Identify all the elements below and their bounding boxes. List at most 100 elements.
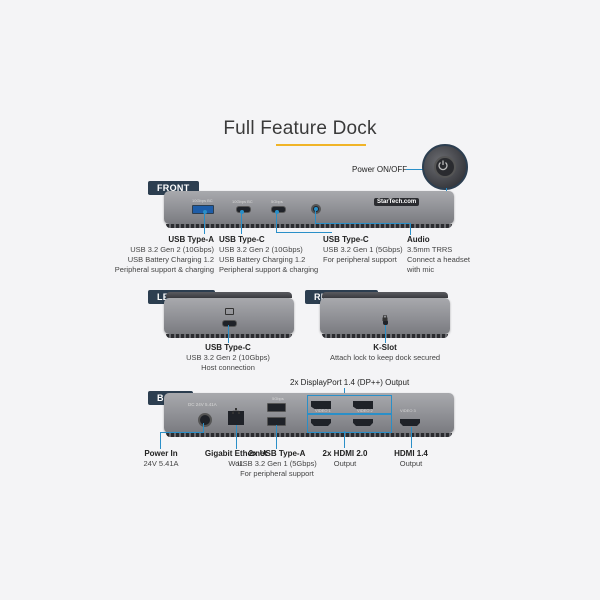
left-usb-c-port <box>222 320 237 327</box>
label-line: USB 3.2 Gen 2 (10Gbps) <box>219 245 303 254</box>
hdmi-port-3 <box>400 419 420 426</box>
label-title: USB Type-C <box>219 235 265 244</box>
leader-line <box>204 212 205 234</box>
front-label-audio: Audio 3.5mm TRRS Connect a headset with … <box>407 235 487 275</box>
leader-line <box>228 325 229 343</box>
power-leader <box>406 169 426 170</box>
leader-line <box>344 388 345 396</box>
label-line: WoL <box>228 459 244 468</box>
front-label-usb-c-5g: USB Type-C USB 3.2 Gen 1 (5Gbps) For per… <box>323 235 413 265</box>
leader-dot <box>240 210 244 214</box>
leader-dot <box>203 210 207 214</box>
leader-line <box>276 425 277 449</box>
back-vents <box>166 433 452 437</box>
label-line: USB Battery Charging 1.2 <box>219 255 306 264</box>
leader-line <box>160 432 204 433</box>
back-label-power: Power In 24V 5.41A <box>130 449 192 469</box>
label-title: Gigabit Ethernet <box>204 449 268 458</box>
label-title: Audio <box>407 235 430 244</box>
dock-left-top <box>166 292 292 298</box>
label-line: Output <box>333 459 357 468</box>
leader-line <box>411 427 412 448</box>
label-line: 24V 5.41A <box>143 459 179 468</box>
ethernet-port <box>228 411 244 425</box>
usb-5g-print: 5Gbps <box>272 396 284 401</box>
leader-line <box>315 223 410 224</box>
power-icon <box>434 156 456 178</box>
leader-line <box>315 209 316 223</box>
dock-back: DC 24V 5.41A 5Gbps VIDEO 1 VIDEO 2 VIDEO… <box>164 393 454 433</box>
label-line: Output <box>399 459 423 468</box>
front-label-usb-a: USB Type-A USB 3.2 Gen 2 (10Gbps) USB Ba… <box>114 235 214 275</box>
label-title: USB Type-C <box>205 343 251 352</box>
front-vents <box>166 224 452 228</box>
back-usb-a-port-1 <box>267 403 286 412</box>
back-label-hdmi20: 2x HDMI 2.0 Output <box>316 449 374 469</box>
hdmi-highlight <box>307 414 392 433</box>
label-title: K-Slot <box>373 343 397 352</box>
label-title: HDMI 1.4 <box>394 449 428 458</box>
displayport-1 <box>311 401 331 409</box>
front-label-usb-c-10g: USB Type-C USB 3.2 Gen 2 (10Gbps) USB Ba… <box>219 235 324 275</box>
dc-power-port <box>198 413 212 427</box>
brand-logo: StarTech.com <box>374 198 420 206</box>
back-label-hdmi14: HDMI 1.4 Output <box>385 449 437 469</box>
power-label: Power ON/OFF <box>352 165 408 174</box>
label-line: USB 3.2 Gen 2 (10Gbps) <box>186 353 270 362</box>
leader-dot <box>314 207 318 211</box>
hdmi-port-2 <box>353 419 373 426</box>
back-label-usb-a: 2x USB Type-A USB 3.2 Gen 1 (5Gbps) For … <box>228 449 326 479</box>
back-label-ethernet: Gigabit Ethernet WoL <box>188 449 284 469</box>
label-line: USB Battery Charging 1.2 <box>127 255 214 264</box>
video1-print: VIDEO 1 <box>315 408 331 413</box>
label-line: For peripheral support <box>323 255 397 264</box>
left-vents <box>166 334 292 338</box>
laptop-icon <box>225 308 234 315</box>
leader-line <box>236 425 237 449</box>
label-title: 2x HDMI 2.0 <box>322 449 368 458</box>
dc-print: DC 24V 5.41A <box>188 402 217 407</box>
label-title: USB Type-A <box>168 235 214 244</box>
front-usb-a-print: 10Gbps BC <box>192 198 213 203</box>
leader-line <box>160 432 161 449</box>
front-usb-c-5g-print: 5Gbps <box>271 199 283 204</box>
dock-left-side <box>164 298 294 334</box>
video3-print: VIDEO 3 <box>400 408 416 413</box>
leader-line <box>276 212 277 232</box>
label-line: USB 3.2 Gen 2 (10Gbps) <box>130 245 214 254</box>
label-line: USB 3.2 Gen 1 (5Gbps) <box>323 245 403 254</box>
dock-front: 10Gbps BC 10Gbps BC 5Gbps StarTech.com <box>164 191 454 224</box>
label-line: 3.5mm TRRS <box>407 245 453 254</box>
label-line: Connect a headset <box>407 255 470 264</box>
page-title: Full Feature Dock <box>223 118 377 139</box>
power-button-zoom <box>422 144 468 190</box>
network-icon <box>232 401 240 414</box>
leader-dot <box>275 210 279 214</box>
video2-print: VIDEO 2 <box>357 408 373 413</box>
label-title: Power In <box>144 449 178 458</box>
displayport-highlight <box>307 395 392 414</box>
label-line: USB 3.2 Gen 1 (5Gbps) <box>237 459 317 468</box>
label-title: USB Type-C <box>323 235 369 244</box>
title-underline <box>276 144 366 146</box>
label-line: Peripheral support & charging <box>219 265 319 274</box>
label-line: Host connection <box>201 363 255 372</box>
k-slot-port <box>383 320 388 325</box>
leader-line <box>344 431 345 448</box>
leader-line <box>410 223 411 235</box>
leader-line <box>203 423 204 432</box>
leader-line <box>276 232 332 233</box>
dock-right-top <box>322 292 448 298</box>
left-label-usb-c: USB Type-C USB 3.2 Gen 2 (10Gbps) Host c… <box>178 343 278 373</box>
label-line: Peripheral support & charging <box>114 265 214 274</box>
label-line: For peripheral support <box>240 469 314 478</box>
front-usb-c-10g-print: 10Gbps BC <box>232 199 253 204</box>
leader-line <box>385 325 386 343</box>
right-label-kslot: K-Slot Attach lock to keep dock secured <box>325 343 445 363</box>
leader-line <box>241 212 242 234</box>
label-line: Attach lock to keep dock secured <box>329 353 441 362</box>
lock-icon <box>382 308 388 321</box>
displayport-2 <box>353 401 373 409</box>
back-dp-label: 2x DisplayPort 1.4 (DP++) Output <box>290 378 410 387</box>
label-line: with mic <box>407 265 435 274</box>
